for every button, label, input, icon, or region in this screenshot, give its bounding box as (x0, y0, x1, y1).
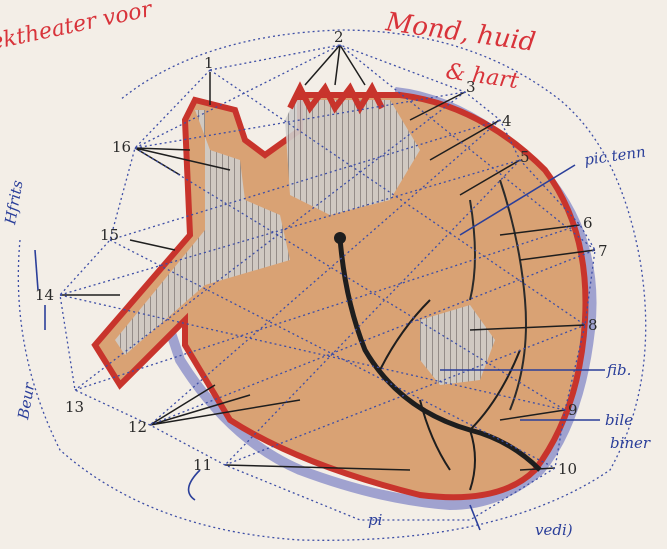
node-point (334, 232, 346, 244)
label-10: 10 (558, 460, 577, 478)
label-14: 14 (35, 286, 54, 304)
label-1: 1 (204, 54, 214, 72)
label-6: 6 (583, 214, 593, 232)
note-right-low2: biner (610, 434, 651, 452)
label-5: 5 (520, 148, 530, 166)
note-right-top: pic tenn (583, 143, 647, 169)
label-15: 15 (100, 226, 119, 244)
label-16: 16 (112, 138, 131, 156)
label-11: 11 (193, 456, 212, 474)
title-fragment: ektheater voor (0, 0, 156, 56)
label-12: 12 (128, 418, 147, 436)
note-left-mid: Beur (14, 381, 38, 422)
label-9: 9 (568, 401, 578, 419)
label-2: 2 (334, 28, 344, 46)
label-13: 13 (65, 398, 84, 416)
note-right-low1: bile (605, 411, 633, 429)
note-left-top: Hfrits (1, 179, 27, 227)
label-7: 7 (598, 242, 608, 260)
label-8: 8 (588, 316, 598, 334)
label-4: 4 (502, 112, 512, 130)
red-note-line1: Mond, huid (383, 7, 537, 58)
note-bottom-right: vedi) (535, 521, 573, 539)
note-bottom-mid: pi (368, 511, 383, 529)
note-right-mid: fib. (606, 361, 631, 379)
